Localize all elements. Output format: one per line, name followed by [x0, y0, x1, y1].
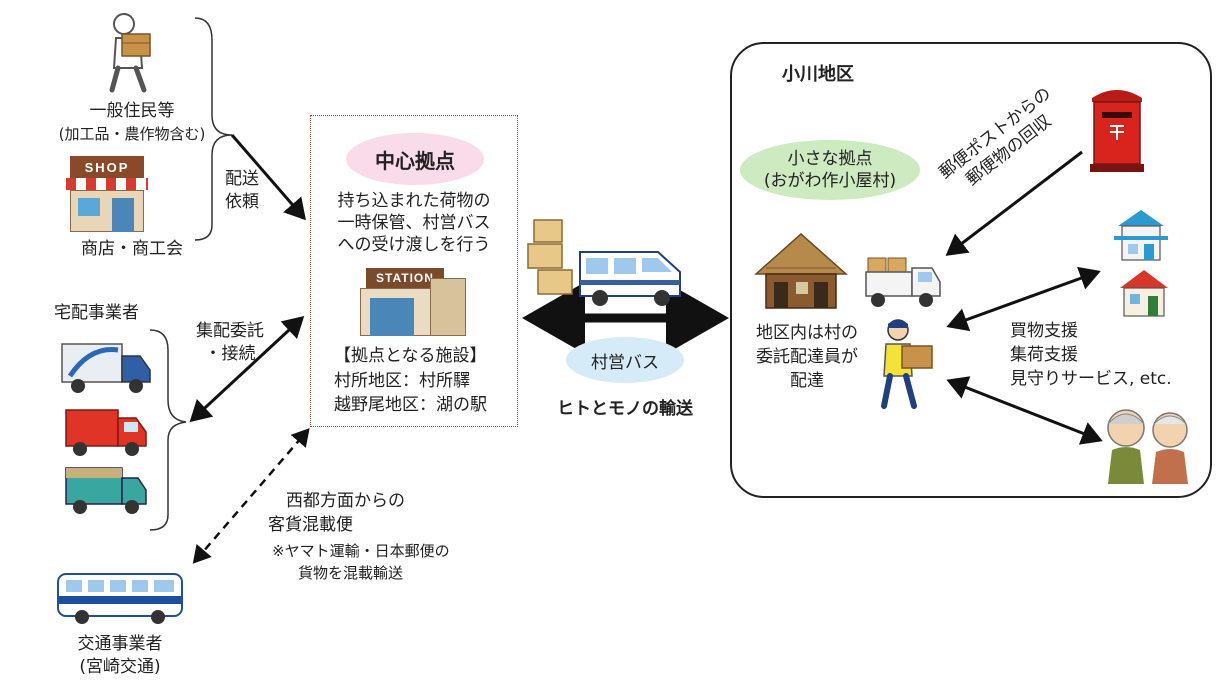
- delivery-truck-icon: [65, 467, 147, 514]
- consign-label-2: ・接続: [204, 344, 256, 364]
- hub-desc-1: 持ち込まれた荷物の: [337, 191, 491, 211]
- region-title: 小川地区: [782, 64, 854, 85]
- delivery-request-label-2: 依頼: [225, 192, 259, 212]
- station-sign: STATION: [366, 268, 444, 288]
- transport-operator-note: (宮崎交通): [79, 657, 161, 677]
- arrow-consign: [189, 315, 305, 423]
- house-blue-icon: [1114, 210, 1168, 261]
- arrow-postbox: [945, 150, 1083, 256]
- local-delivery-3: 配達: [790, 371, 824, 391]
- small-truck-icon: [865, 257, 941, 307]
- arrow-elders: [946, 376, 1103, 445]
- post-truck-icon: [65, 409, 147, 456]
- hub-desc-3: への受け渡しを行う: [337, 235, 491, 255]
- arrow-mixed-cargo: [192, 428, 310, 564]
- transport-caption: ヒトとモノの輸送: [557, 399, 693, 419]
- small-hub-name: (おがわ作小屋村): [763, 171, 897, 191]
- arrow-houses: [946, 266, 1101, 332]
- delivery-request-label-1: 配送: [225, 169, 259, 189]
- small-hub-title: 小さな拠点: [787, 149, 873, 169]
- house-red-icon: [1120, 270, 1168, 317]
- shop-icon: SHOP: [66, 156, 148, 232]
- local-delivery-2: 委託配達員が: [756, 347, 858, 367]
- arrow-delivery-request: [230, 134, 306, 221]
- consign-label-1: 集配委託: [196, 321, 264, 341]
- mixed-line-1: 西都方面からの: [286, 491, 405, 511]
- shops-label: 商店・商工会: [81, 239, 183, 259]
- shop-sign: SHOP: [70, 156, 144, 178]
- elderly-couple-icon: [1107, 409, 1188, 484]
- facility-1: 村所地区：村所驛: [334, 371, 470, 391]
- village-bus-bubble: 村営バス: [566, 337, 684, 383]
- central-hub-box: [310, 115, 518, 427]
- village-bus-icon: [579, 251, 681, 306]
- transport-operator-label: 交通事業者: [77, 634, 163, 654]
- facility-2: 越野尾地区：湖の駅: [334, 395, 487, 415]
- thatched-hut-icon: [754, 232, 848, 309]
- service-2: 集荷支援: [1010, 345, 1078, 365]
- small-hub-bubble: 小さな拠点 (おがわ作小屋村): [740, 140, 920, 200]
- village-bus-label: 村営バス: [591, 352, 659, 373]
- central-hub-title: 中心拠点: [375, 148, 455, 173]
- mixed-line-2: 客貨混載便: [268, 515, 353, 535]
- courier-truck-icon: [61, 343, 151, 393]
- mixed-note-1: ※ヤマト運輸・日本郵便の: [272, 542, 450, 560]
- residents-label: 一般住民等: [89, 101, 175, 121]
- residents-note: (加工品・農作物含む): [58, 125, 206, 143]
- route-bus-icon: [57, 573, 183, 624]
- resident-icon: [109, 13, 151, 93]
- service-1: 買物支援: [1010, 321, 1078, 341]
- courier-worker-icon: [881, 319, 933, 409]
- cargo-boxes-icon: [527, 219, 573, 295]
- ogawa-region-box: [730, 42, 1212, 498]
- facilities-header: 【拠点となる施設】: [334, 346, 487, 366]
- service-3: 見守りサービス, etc.: [1010, 369, 1172, 389]
- postbox-icon: [1090, 90, 1144, 172]
- couriers-label: 宅配事業者: [54, 303, 139, 323]
- local-delivery-1: 地区内は村の: [756, 323, 858, 343]
- hub-desc-2: 一時保管、村営バス: [337, 213, 491, 233]
- mixed-note-2: 貨物を混載輸送: [298, 564, 404, 582]
- central-hub-bubble: 中心拠点: [346, 133, 484, 185]
- station-icon: STATION: [360, 268, 466, 336]
- brace-bottom: [149, 329, 187, 531]
